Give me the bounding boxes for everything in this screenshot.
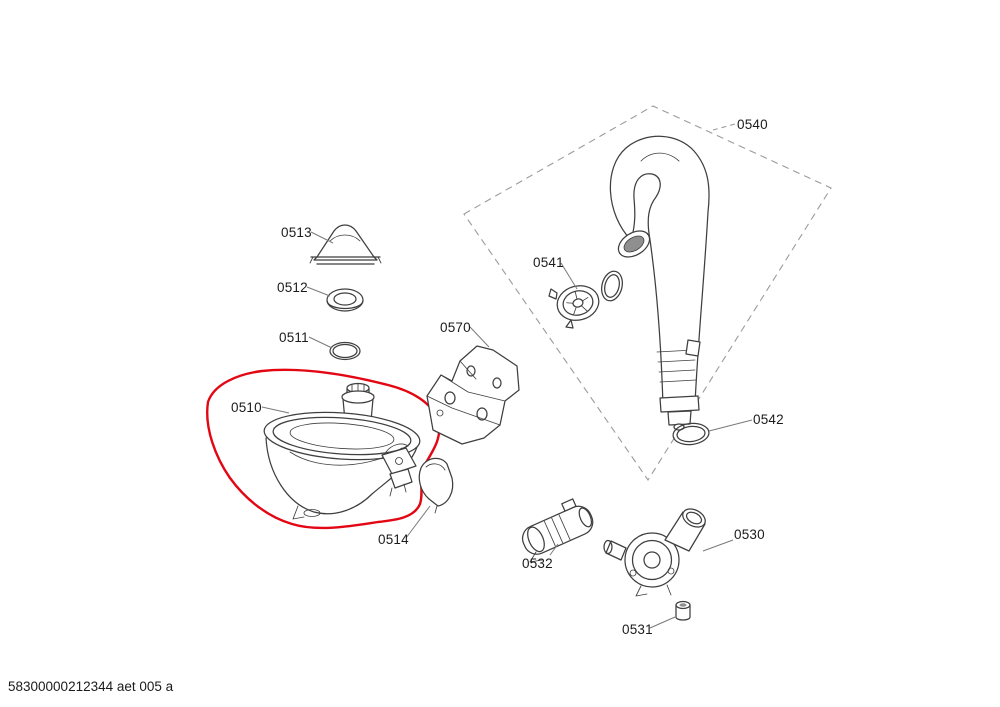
leader-lines: [261, 123, 753, 629]
dashed-assembly-box: [463, 105, 832, 481]
part-label-0530[interactable]: 0530: [734, 527, 765, 542]
part-drawing-outlet-0514[interactable]: [418, 457, 454, 514]
part-drawing-cap-0513[interactable]: [309, 224, 382, 265]
part-label-0531[interactable]: 0531: [622, 622, 653, 637]
part-label-0512[interactable]: 0512: [277, 280, 308, 295]
document-code: 58300000212344 aet 005 a: [8, 679, 174, 694]
part-drawing-drain-pump-0530[interactable]: [603, 505, 708, 597]
part-label-0514[interactable]: 0514: [378, 532, 409, 547]
part-label-0513[interactable]: 0513: [281, 225, 312, 240]
part-drawing-heater-0532[interactable]: [515, 495, 597, 563]
part-label-0541[interactable]: 0541: [533, 255, 564, 270]
part-drawing-valve-0541[interactable]: [548, 269, 625, 329]
part-label-0540[interactable]: 0540: [737, 117, 768, 132]
part-label-0570[interactable]: 0570: [440, 320, 471, 335]
part-label-0532[interactable]: 0532: [522, 556, 553, 571]
part-label-0542[interactable]: 0542: [753, 412, 784, 427]
part-drawing-oring-0542[interactable]: [672, 422, 710, 447]
part-drawing-sump-0510[interactable]: [263, 382, 422, 520]
part-drawing-plug-0531[interactable]: [675, 600, 691, 621]
part-label-0511[interactable]: 0511: [279, 330, 309, 345]
part-drawing-drain-hose-0540[interactable]: [609, 135, 710, 431]
part-drawing-oring-0511[interactable]: [329, 341, 361, 361]
part-drawing-bracket-0570[interactable]: [426, 345, 520, 445]
hose-mouth: [617, 230, 651, 258]
part-drawing-seal-0512[interactable]: [326, 288, 364, 312]
part-label-0510[interactable]: 0510: [231, 400, 262, 415]
